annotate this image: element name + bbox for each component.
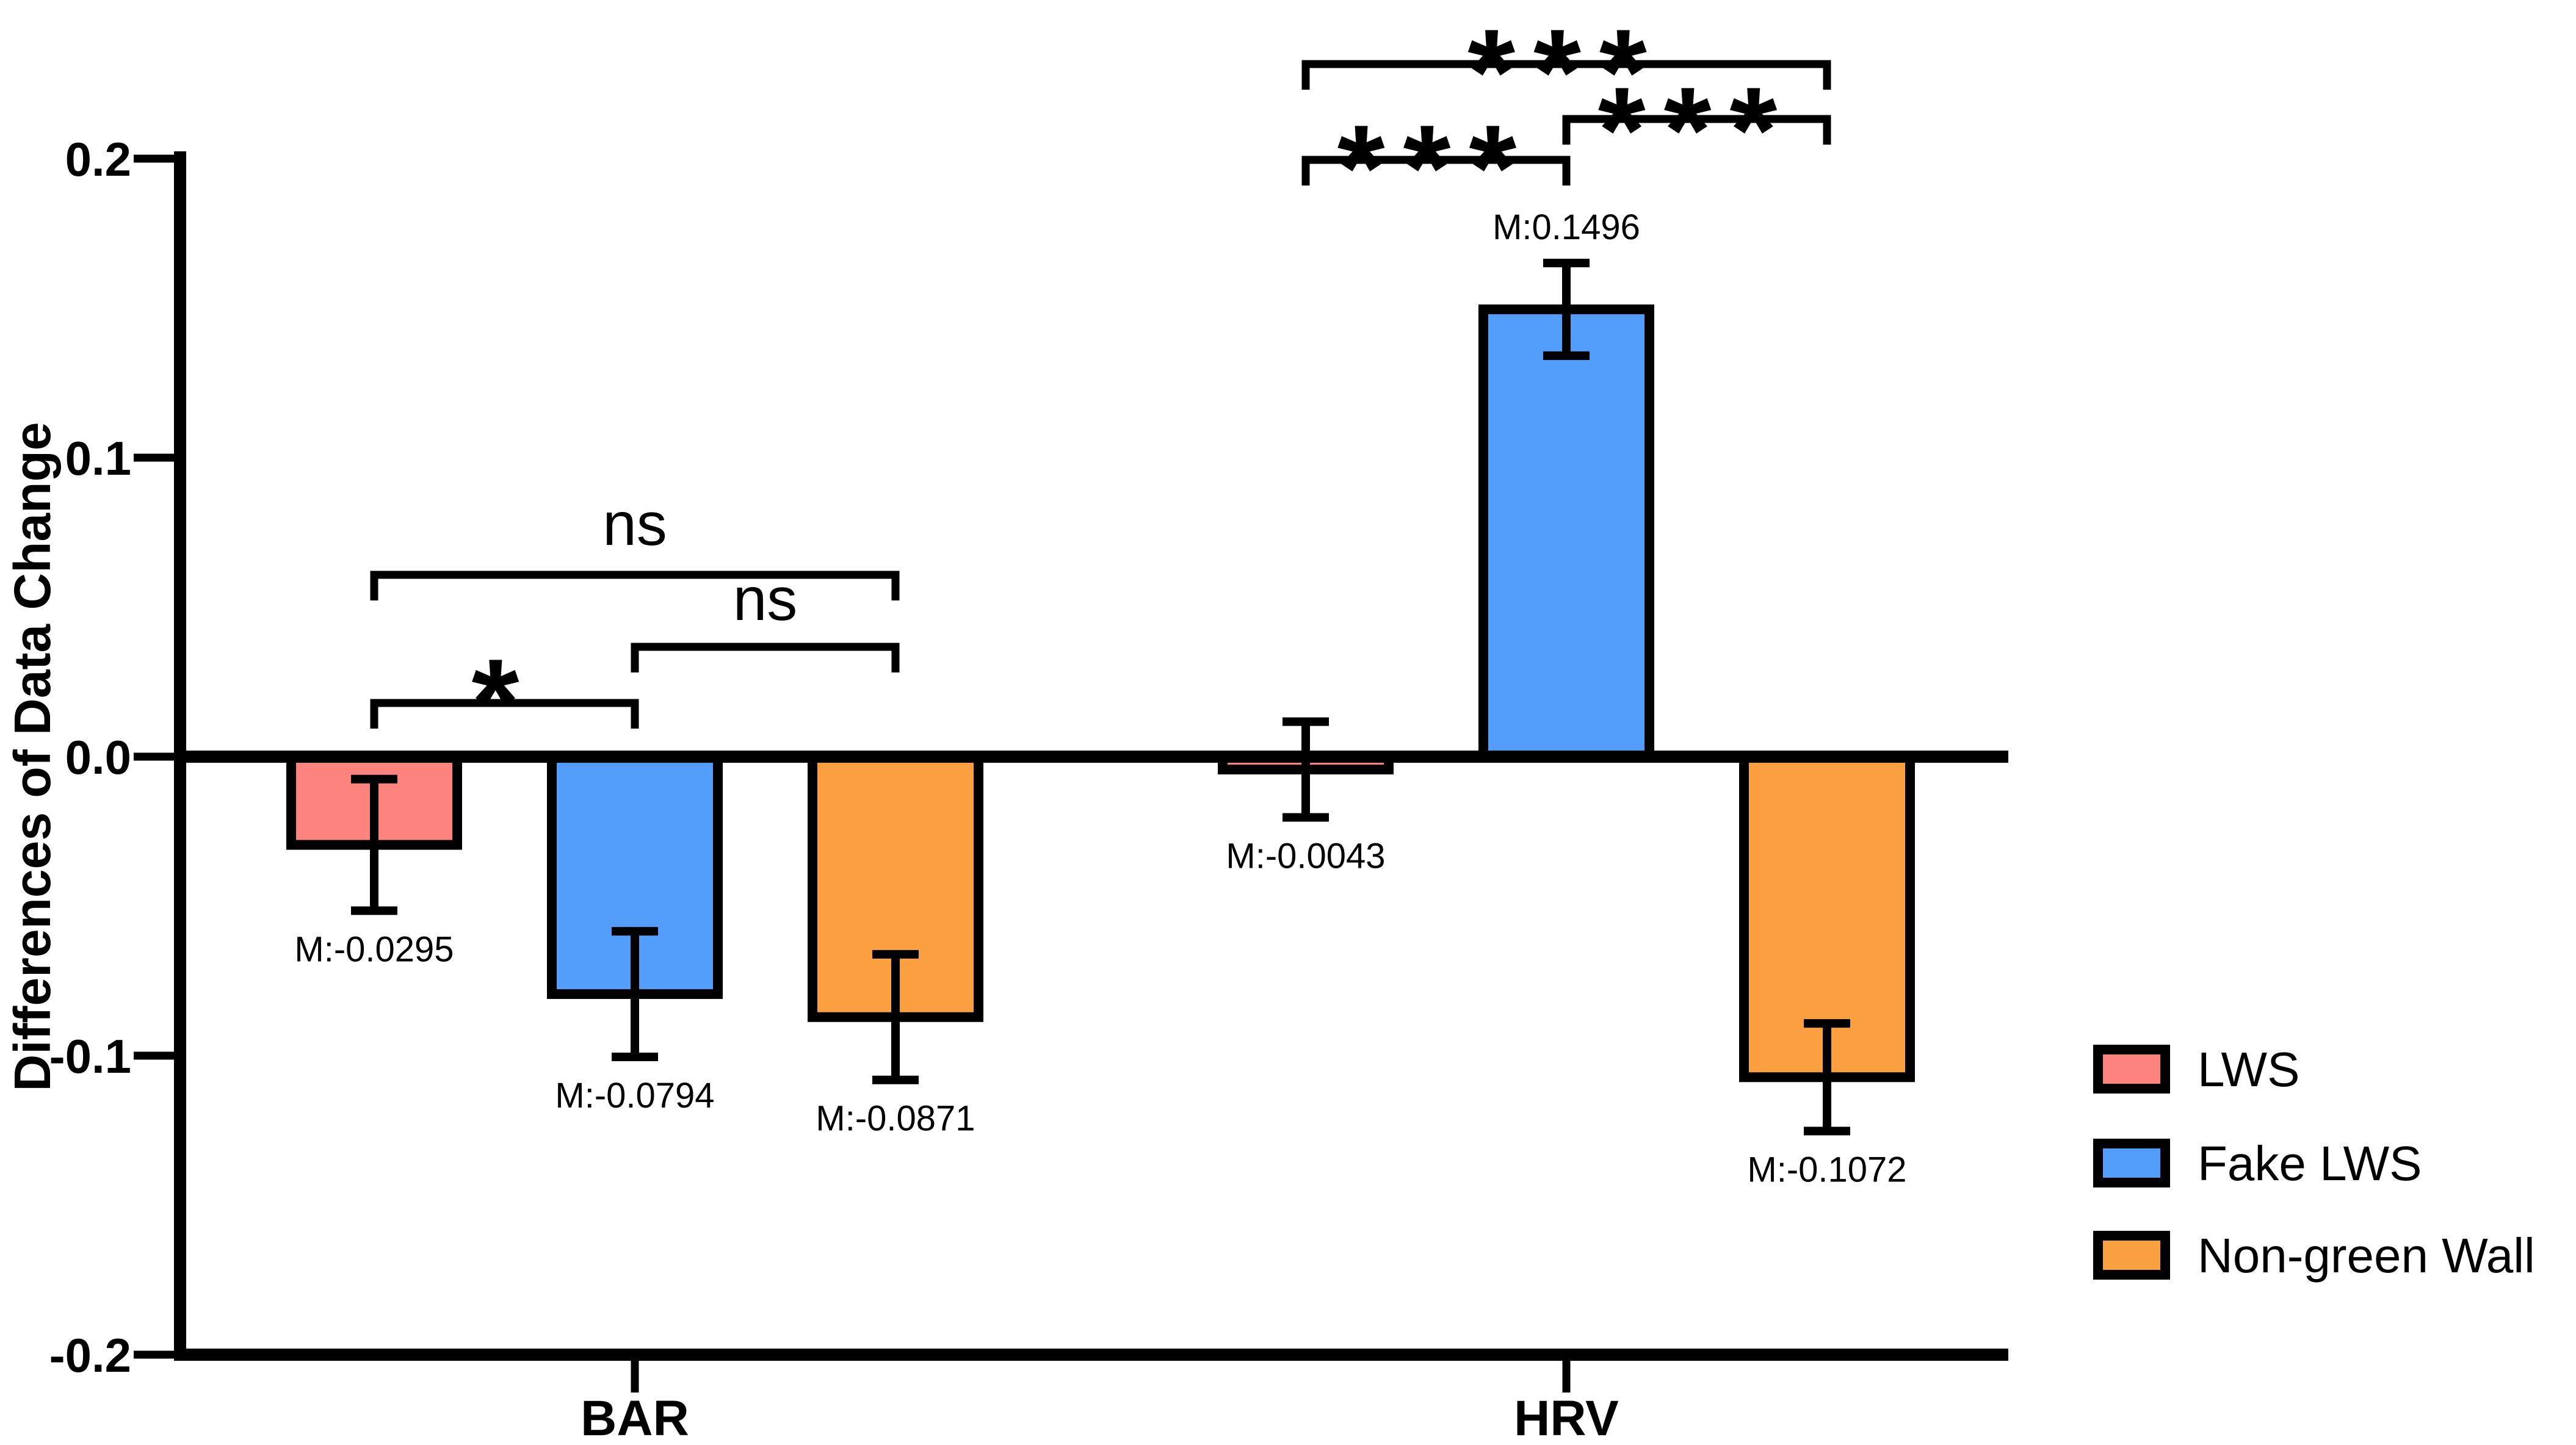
significance-bracket-bar-lws-fake-lws: * [370, 634, 639, 770]
significance-label: *** [1337, 100, 1535, 236]
significance-bracket-bar-fake-lws-non-green-wall: ns [631, 565, 900, 672]
legend-label-lws: LWS [2198, 1042, 2299, 1097]
significance-label: ns [733, 565, 798, 633]
legend-swatch-fake-lws [2093, 1139, 2170, 1187]
mean-value-label-bar-non-green-wall: M:-0.0871 [816, 1099, 975, 1139]
legend-item-lws: LWS [2093, 1042, 2299, 1097]
error-bar-bar-non-green-wall [872, 950, 919, 1084]
legend-group: LWS Fake LWS Non-green Wall [2093, 1042, 2535, 1283]
y-tick-label: 0.2 [65, 132, 131, 186]
error-bar-bar-fake-lws [612, 927, 658, 1061]
y-tick-label: -0.1 [49, 1029, 131, 1083]
y-axis-title: Differences of Data Change [4, 422, 61, 1092]
bar-hrv-fake-lws [1478, 304, 1654, 762]
error-bar-bar-lws [351, 774, 397, 915]
x-category-label-hrv: HRV [1514, 1391, 1619, 1445]
significance-bracket-hrv-fake-lws-non-green-wall: *** [1562, 62, 1831, 198]
y-tick-label: -0.2 [49, 1328, 131, 1382]
x-category-label-bar: BAR [581, 1391, 689, 1445]
mean-value-label-bar-lws: M:-0.0295 [294, 929, 454, 969]
y-tick-label: 0.1 [65, 431, 131, 485]
mean-value-label-bar-fake-lws: M:-0.0794 [555, 1076, 714, 1115]
significance-bracket-bar-lws-non-green-wall: ns [370, 490, 900, 600]
significance-label: * [472, 634, 538, 770]
significance-bracket-hrv-lws-fake-lws: *** [1301, 100, 1571, 236]
significance-label: ns [602, 490, 667, 558]
mean-value-label-hrv-non-green-wall: M:-0.1072 [1747, 1150, 1906, 1189]
legend-label-non-green-wall: Non-green Wall [2198, 1228, 2535, 1283]
error-bar-hrv-lws [1283, 717, 1329, 822]
significance-label: *** [1598, 62, 1796, 198]
error-bar-hrv-non-green-wall [1804, 1019, 1850, 1136]
legend-swatch-non-green-wall [2093, 1231, 2170, 1280]
legend-item-fake-lws: Fake LWS [2093, 1136, 2422, 1191]
mean-value-label-hrv-lws: M:-0.0043 [1226, 836, 1385, 876]
mean-value-label-hrv-fake-lws: M:0.1496 [1492, 207, 1640, 247]
error-bars-group [351, 259, 1850, 1136]
legend-swatch-lws [2093, 1045, 2170, 1094]
legend-label-fake-lws: Fake LWS [2198, 1136, 2422, 1191]
y-tick-label: 0.0 [65, 730, 131, 784]
error-bar-hrv-fake-lws [1543, 259, 1590, 360]
legend-item-non-green-wall: Non-green Wall [2093, 1228, 2535, 1283]
